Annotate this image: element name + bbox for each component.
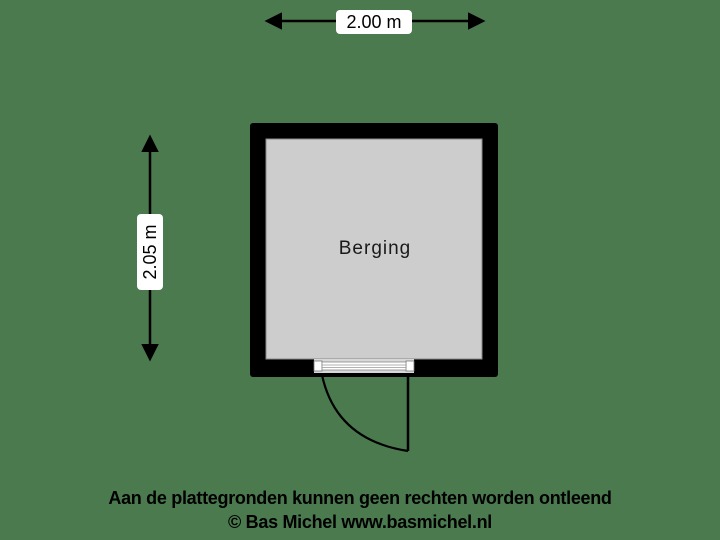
width-dimension-label: 2.00 m [336,10,412,34]
room-walls [250,123,498,377]
room-label-berging: Berging [338,238,412,259]
door-swing [320,374,410,453]
credit-text: © Bas Michel www.basmichel.nl [228,512,492,532]
door-opening [313,359,415,373]
height-dimension-label: 2.05 m [137,214,163,290]
height-dimension-text: 2.05 m [140,224,160,280]
disclaimer-text: Aan de plattegronden kunnen geen rechten… [108,488,612,508]
